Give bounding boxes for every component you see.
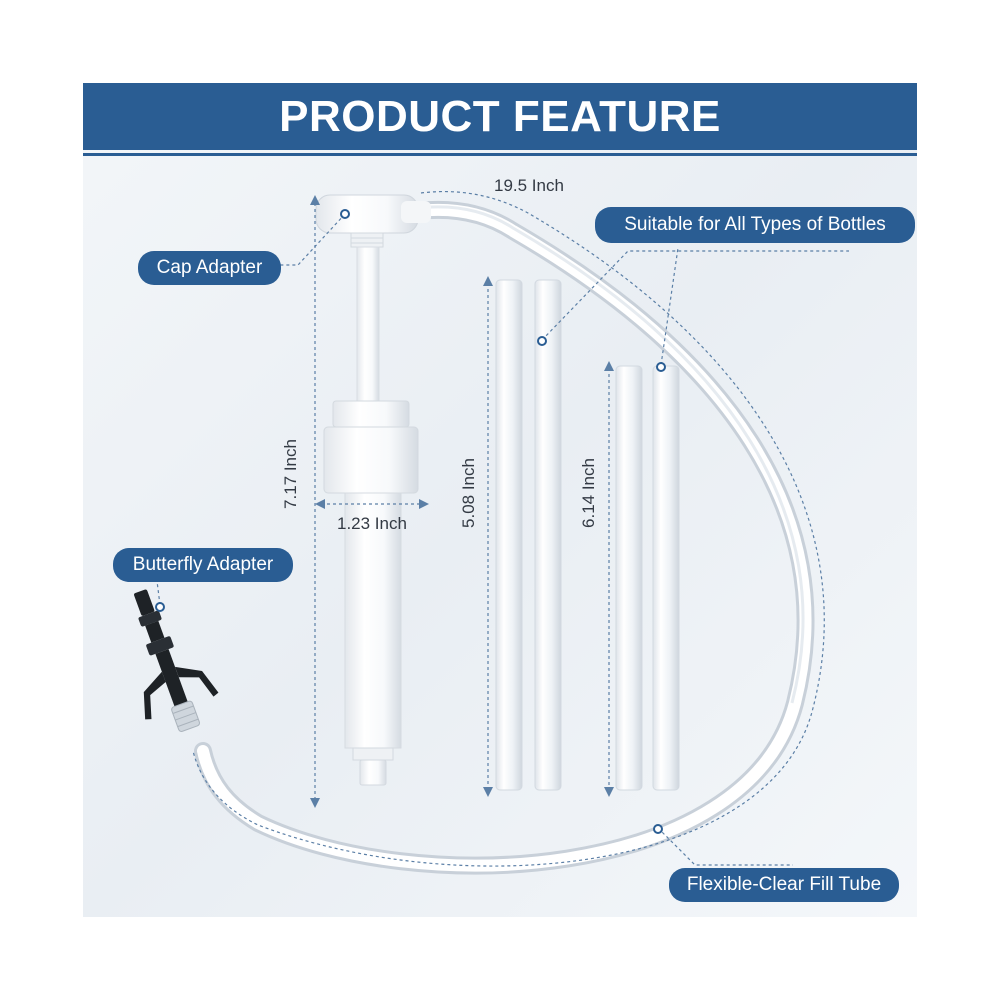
- tube-length-dimension: 19.5 Inch: [494, 176, 564, 195]
- short-tube-dimension: 5.08 Inch: [459, 458, 478, 528]
- fill-tube-label: Flexible-Clear Fill Tube: [669, 868, 899, 902]
- butterfly-adapter-label: Butterfly Adapter: [113, 548, 293, 582]
- butterfly-adapter-icon: [134, 589, 219, 732]
- banner-title: PRODUCT FEATURE: [279, 91, 721, 141]
- tube-icon: [495, 279, 680, 791]
- banner-underline: [83, 153, 917, 156]
- callout-dots: [155, 209, 666, 834]
- dimension-arrows: [310, 195, 614, 808]
- pump-width-dimension: 1.23 Inch: [337, 514, 407, 533]
- pump-height-dimension: 7.17 Inch: [281, 439, 300, 509]
- product-illustration: [134, 190, 849, 875]
- product-feature-panel: PRODUCT FEATURE: [83, 83, 917, 917]
- long-tube-dimension: 6.14 Inch: [579, 458, 598, 528]
- pump-icon: [315, 194, 431, 786]
- suitable-bottles-label: Suitable for All Types of Bottles: [595, 207, 915, 243]
- title-banner: PRODUCT FEATURE: [83, 83, 917, 150]
- fill-tube-icon: [194, 200, 815, 875]
- cap-adapter-label: Cap Adapter: [138, 251, 281, 285]
